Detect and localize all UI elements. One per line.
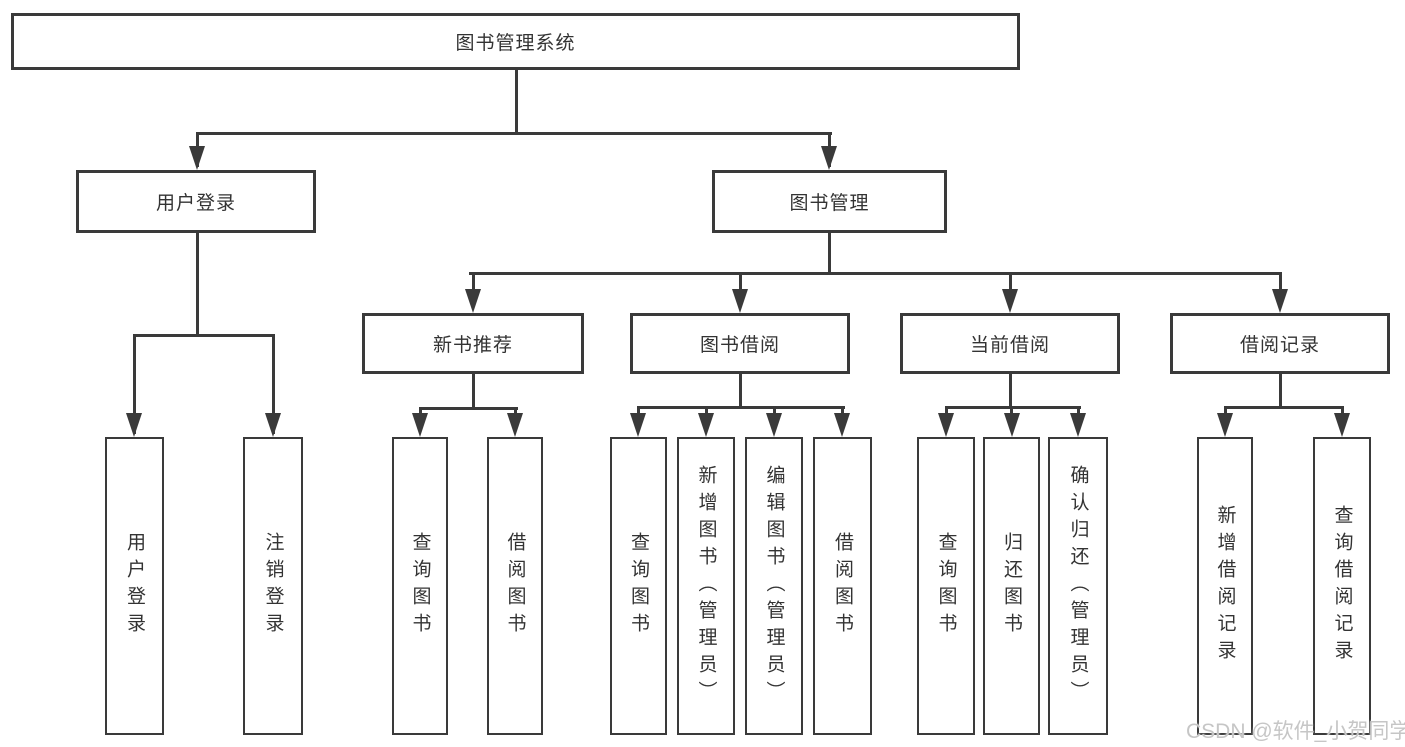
connector-new-book-recommend-bar [418,406,518,410]
node-root-label: 图书管理系统 [455,33,576,54]
leaf-query-borrow-record-label: 查询借阅记录 [1331,505,1353,667]
node-user-login-label: 用户登录 [155,193,236,214]
node-new-book-recommend: 新书推荐 [362,313,584,374]
leaf-query-books-current-label: 查询图书 [935,532,957,640]
node-borrowing-records-label: 借阅记录 [1239,335,1320,356]
leaf-return-books: 归还图书 [983,437,1040,735]
connector-new-book-recommend-stem [471,374,475,408]
arrow-to-new-book-recommend-icon [465,289,481,313]
connector-root-bar [195,131,832,135]
connector-drop-leaf-user-login [132,335,136,434]
connector-borrowing-records-bar [1223,405,1344,409]
connector-user-login-bar [132,333,275,337]
leaf-confirm-return-admin-label: 确认归还（管理员） [1067,464,1089,708]
node-book-borrowing: 图书借阅 [630,313,850,374]
leaf-query-books-recommend: 查询图书 [392,437,448,735]
connector-user-login-stem [195,233,199,335]
connector-borrowing-records-stem [1278,374,1282,408]
leaf-borrow-books-label: 借阅图书 [832,532,853,640]
arrow-to-edit-books-admin-icon [766,413,782,437]
leaf-logout-label: 注销登录 [262,532,284,640]
leaf-user-login: 用户登录 [105,437,164,735]
node-current-borrowing: 当前借阅 [900,313,1120,374]
leaf-borrow-books-recommend: 借阅图书 [487,437,543,735]
leaf-query-books-borrowing-label: 查询图书 [628,532,649,640]
leaf-borrow-books: 借阅图书 [813,437,872,735]
connector-drop-current-borrowing [1008,273,1012,293]
arrow-to-confirm-return-admin-icon [1070,413,1086,437]
connector-drop-borrowing-records [1278,273,1282,293]
leaf-add-books-admin: 新增图书（管理员） [677,437,735,735]
leaf-query-books-current: 查询图书 [917,437,975,735]
node-current-borrowing-label: 当前借阅 [969,335,1050,356]
node-book-management: 图书管理 [712,170,947,233]
arrow-to-leaf-user-login-icon [126,413,142,437]
connector-drop-book-borrowing [738,273,742,293]
connector-book-borrowing-bar [636,405,845,409]
arrow-to-query-borrow-record-icon [1334,413,1350,437]
node-user-login: 用户登录 [76,170,316,233]
leaf-query-books-borrowing: 查询图书 [610,437,667,735]
arrow-to-leaf-logout-icon [265,413,281,437]
leaf-add-borrow-record: 新增借阅记录 [1197,437,1253,735]
node-book-management-label: 图书管理 [789,193,870,214]
arrow-to-return-books-icon [1003,413,1020,437]
leaf-borrow-books-recommend-label: 借阅图书 [504,532,526,640]
leaf-add-borrow-record-label: 新增借阅记录 [1214,505,1236,667]
connector-current-borrowing-stem [1008,374,1012,408]
node-book-borrowing-label: 图书借阅 [699,335,780,356]
connector-root-stem [514,68,518,133]
leaf-query-borrow-record: 查询借阅记录 [1313,437,1371,735]
connector-book-borrowing-stem [738,374,742,408]
arrow-to-query-books-current-icon [938,413,954,437]
leaf-edit-books-admin-label: 编辑图书（管理员） [763,464,785,708]
connector-drop-new-book-recommend [471,273,475,293]
leaf-user-login-label: 用户登录 [124,532,145,640]
connector-drop-leaf-logout [271,335,275,434]
connector-book-management-bar [468,271,1282,275]
node-new-book-recommend-label: 新书推荐 [432,335,513,356]
arrow-to-query-books-borrowing-icon [630,413,646,437]
leaf-confirm-return-admin: 确认归还（管理员） [1048,437,1108,735]
leaf-return-books-label: 归还图书 [1001,532,1022,640]
arrow-to-add-borrow-record-icon [1217,413,1233,437]
arrow-to-query-books-recommend-icon [412,413,428,437]
node-borrowing-records: 借阅记录 [1170,313,1390,374]
arrow-to-user-login-icon [189,146,205,170]
arrow-to-add-books-admin-icon [698,413,714,437]
leaf-edit-books-admin: 编辑图书（管理员） [745,437,803,735]
arrow-to-current-borrowing-icon [1002,289,1018,313]
leaf-add-books-admin-label: 新增图书（管理员） [695,464,717,708]
arrow-to-book-borrowing-icon [732,289,748,313]
leaf-logout: 注销登录 [243,437,303,735]
arrow-to-borrow-books-icon [834,413,850,437]
watermark: CSDN @软件_小贺同学 [1186,720,1405,743]
connector-book-management-stem [827,233,831,273]
arrow-to-borrow-books-recommend-icon [507,413,523,437]
arrow-to-book-management-icon [821,146,837,170]
node-root: 图书管理系统 [11,13,1020,70]
leaf-query-books-recommend-label: 查询图书 [409,532,431,640]
arrow-to-borrowing-records-icon [1272,289,1288,313]
